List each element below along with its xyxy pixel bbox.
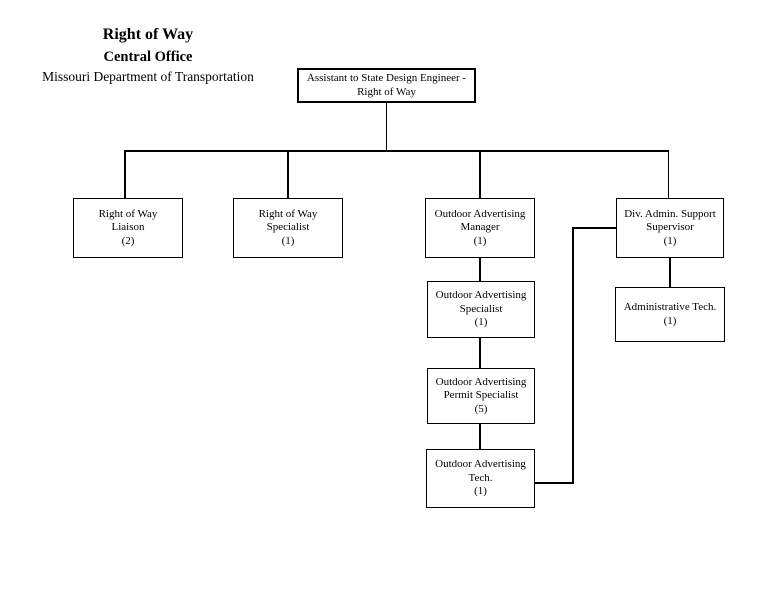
org-node-admin-tech-title: Administrative Tech. [623,301,717,313]
org-node-oa-permit-specialist-title: Outdoor Advertising Permit Specialist [435,375,527,402]
org-node-oa-manager: Outdoor Advertising Manager (1) [425,198,535,258]
connector-divadmin-elbow-vertical [572,227,574,484]
org-node-root: Assistant to State Design Engineer - Rig… [297,68,476,103]
org-node-row-liaison-title: Right of Way Liaison [98,207,158,234]
connector-drop-div-admin [667,150,669,198]
connector-divadmin-elbow-bottom [535,482,574,484]
org-node-admin-tech-count: (1) [663,314,677,327]
org-node-row-liaison: Right of Way Liaison (2) [73,198,183,258]
org-node-row-specialist-count: (1) [281,234,295,247]
org-node-oa-specialist: Outdoor Advertising Specialist (1) [427,281,535,338]
org-node-oa-specialist-title: Outdoor Advertising Specialist [435,289,527,315]
org-node-div-admin-supervisor-title: Div. Admin. Support Supervisor [624,207,716,234]
connector-drop-row-specialist [287,150,289,198]
org-node-row-specialist-title: Right of Way Specialist [258,207,318,234]
title-block: Right of Way Central Office Missouri Dep… [32,25,264,85]
org-node-admin-tech: Administrative Tech. (1) [615,287,725,342]
org-node-root-title: Assistant to State Design Engineer - Rig… [306,72,467,98]
connector-specialist-permit [479,338,481,368]
org-node-oa-permit-specialist-count: (5) [474,402,488,415]
org-node-row-liaison-count: (2) [121,234,135,247]
org-node-oa-manager-title: Outdoor Advertising Manager [434,207,526,234]
org-node-oa-manager-count: (1) [473,234,487,247]
org-node-row-specialist: Right of Way Specialist (1) [233,198,343,258]
connector-divadmin-admintech [669,258,671,287]
org-node-oa-tech: Outdoor Advertising Tech. (1) [426,449,535,508]
page-subtitle: Central Office [103,49,193,65]
org-node-div-admin-supervisor: Div. Admin. Support Supervisor (1) [616,198,724,258]
connector-drop-oa-manager [479,150,481,198]
org-node-oa-specialist-count: (1) [474,316,488,329]
connector-manager-specialist [479,258,481,281]
connector-permit-tech [479,424,481,449]
org-node-oa-tech-count: (1) [474,485,487,498]
connector-root-drop [385,103,387,151]
org-node-oa-permit-specialist: Outdoor Advertising Permit Specialist (5… [427,368,535,424]
connector-divadmin-elbow-top [572,227,616,229]
org-node-div-admin-supervisor-count: (1) [663,234,677,247]
connector-drop-liaison [124,150,126,198]
org-node-oa-tech-title: Outdoor Advertising Tech. [435,458,526,484]
page-title: Right of Way [102,26,194,43]
organization-name: Missouri Department of Transportation [42,69,254,84]
connector-bus-horizontal [124,150,669,152]
